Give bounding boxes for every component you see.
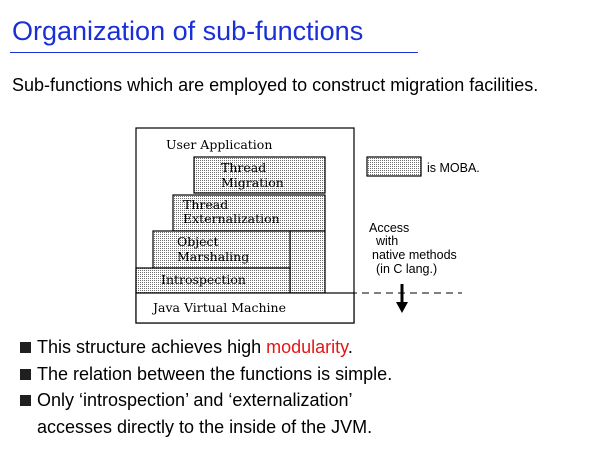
thread-migration-box [193,156,326,194]
thread-migration-label-1: Thread [221,160,266,175]
user-application-label: User Application [166,137,272,152]
moba-legend-swatch [366,156,422,177]
jvm-label: Java Virtual Machine [151,300,286,315]
thread-externalization-label-2: Externalization [183,211,280,226]
bullet-item-access: Only ‘introspection’ and ‘externalizatio… [20,387,392,414]
access-note-line-4: (in C lang.) [376,262,437,276]
introspection-label: Introspection [161,272,246,287]
object-marshaling-label-1: Object [177,234,219,249]
introspection-box [135,267,291,294]
thread-migration-label-2: Migration [221,175,284,190]
moba-legend-text: is MOBA. [427,161,480,175]
bullet-square-icon [20,342,31,353]
highlight-modularity: modularity [266,337,348,357]
bullet-item-relation: The relation between the functions is si… [20,361,392,388]
jvm-box [135,292,355,324]
bullet-square-icon [20,395,31,406]
title-underline [10,52,418,53]
access-note-line-3: native methods [372,248,457,262]
intro-text: Sub-functions which are employed to cons… [12,75,539,95]
externalization-extension [289,230,326,294]
thread-externalization-label-1: Thread [183,197,228,212]
object-marshaling-box [152,230,291,269]
access-note-line-1: Access [369,221,409,235]
access-arrow-head [396,302,408,313]
object-marshaling-label-2: Marshaling [177,249,249,264]
bullet-list: This structure achieves high modularity.… [20,334,392,440]
access-note-line-2: with [375,234,398,248]
slide-title: Organization of sub-functions [12,16,364,46]
bullet-item-modularity: This structure achieves high modularity. [20,334,392,361]
bullet-square-icon [20,368,31,380]
bullet-item-access-continued: accesses directly to the inside of the J… [37,416,373,437]
